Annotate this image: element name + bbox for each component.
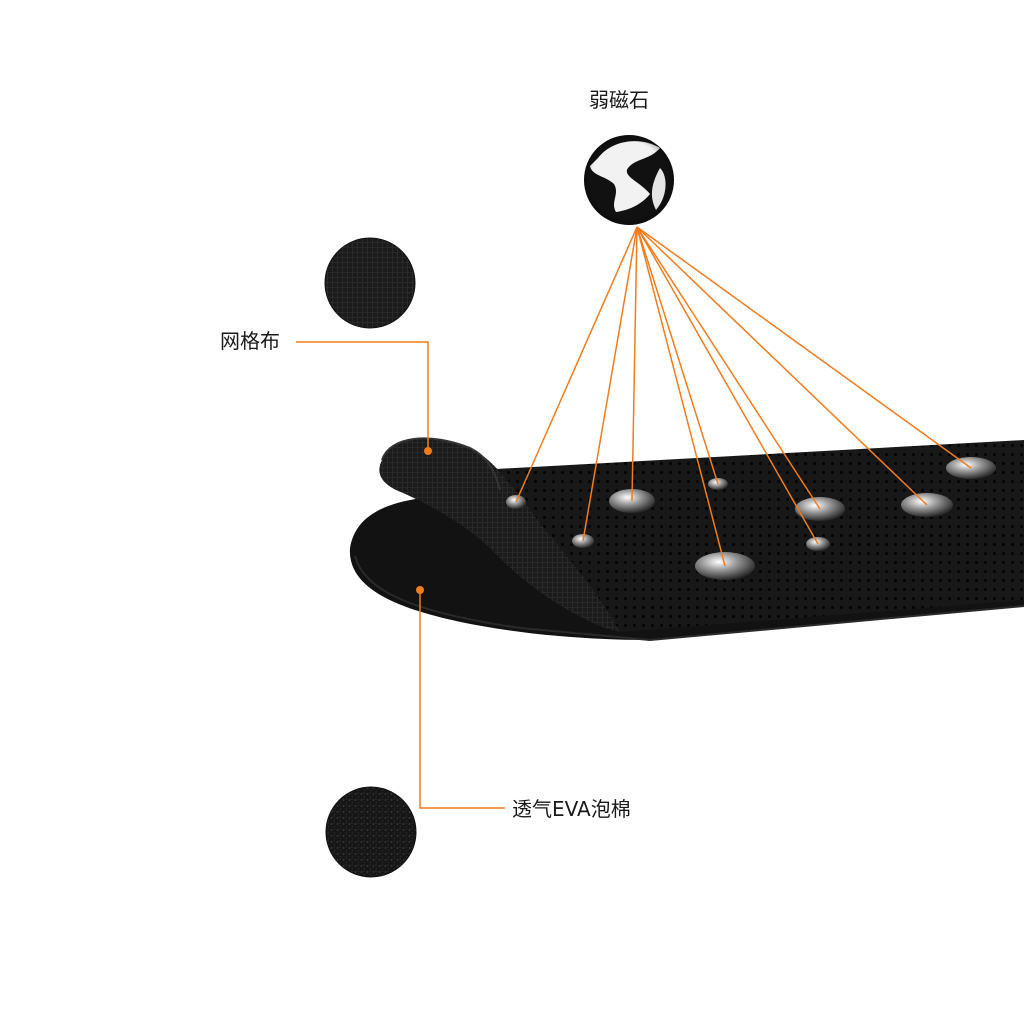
mesh-fabric-label: 网格布 (220, 329, 280, 353)
eva-leader-line (416, 586, 505, 809)
eva-foam-label: 透气EVA泡棉 (512, 797, 631, 821)
mesh-leader-line (296, 341, 432, 455)
magnet-swatch-icon (584, 135, 674, 225)
magnet-leader-lines (515, 226, 972, 567)
magnet-label: 弱磁石 (589, 88, 649, 112)
insole-mesh-layer (478, 440, 1024, 632)
insole-curled-flap (379, 438, 620, 632)
eva-foam-swatch-icon (325, 786, 417, 878)
mesh-fabric-swatch-icon (324, 237, 416, 329)
